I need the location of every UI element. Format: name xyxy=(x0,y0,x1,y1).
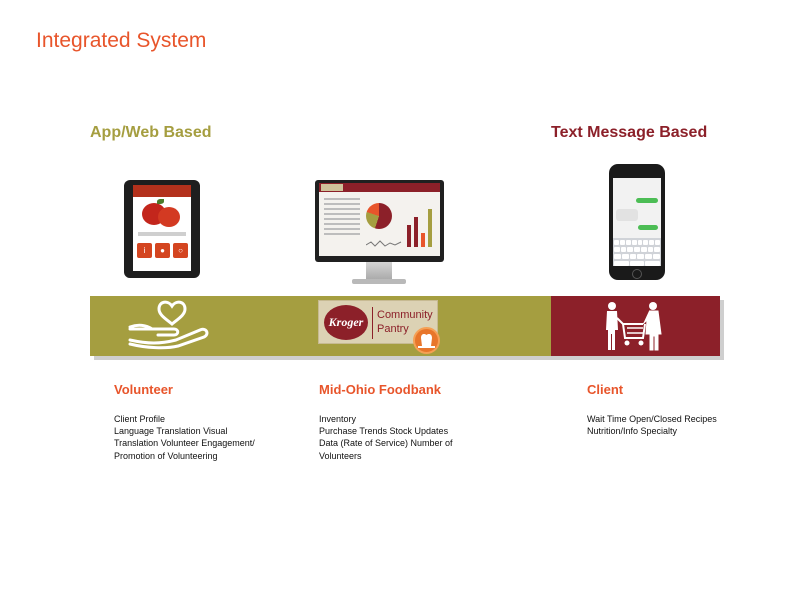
logo-line-community: Community xyxy=(377,309,433,321)
phone-keyboard xyxy=(613,238,661,266)
tablet-app-header xyxy=(133,185,191,197)
phone-screen xyxy=(613,178,661,266)
apple-icon: ○ xyxy=(173,243,188,258)
tablet-app-tiles: i ● ○ xyxy=(137,243,188,258)
info-icon: i xyxy=(137,243,152,258)
foodbank-heading: Mid-Ohio Foodbank xyxy=(319,382,442,397)
volunteer-line: Translation Volunteer Engagement/ xyxy=(114,438,255,449)
category-text-message: Text Message Based xyxy=(551,124,708,141)
pantry-bowl-icon xyxy=(413,327,440,354)
received-message-bubble xyxy=(616,209,638,221)
apple-image-second xyxy=(158,207,180,227)
smartphone-image xyxy=(609,164,665,280)
logo-text: Community Pantry xyxy=(377,308,433,336)
logo-divider xyxy=(372,307,373,339)
foodbank-line: Data (Rate of Service) Number of xyxy=(319,438,453,449)
sent-message-bubble xyxy=(636,198,658,203)
bowl-glyph xyxy=(418,334,435,348)
client-line: Nutrition/Info Specialty xyxy=(587,426,678,437)
volunteer-line: Language Translation Visual xyxy=(114,426,228,437)
kroger-wordmark: Kroger xyxy=(328,315,364,329)
monitor-stand-neck xyxy=(366,262,392,280)
volunteer-description: Client Profile Language Translation Visu… xyxy=(114,413,255,462)
foodbank-description: Inventory Purchase Trends Stock Updates … xyxy=(319,413,453,462)
page-title: Integrated System xyxy=(36,29,207,52)
category-app-web: App/Web Based xyxy=(90,124,212,141)
logo-line-pantry: Pantry xyxy=(377,323,409,335)
foodbank-line: Inventory xyxy=(319,414,357,424)
client-heading: Client xyxy=(587,382,624,397)
sent-message-bubble-second xyxy=(638,225,658,230)
shopping-cart-people-icon xyxy=(606,302,662,351)
foodbank-line: Purchase Trends Stock Updates xyxy=(319,426,449,437)
desktop-monitor-image xyxy=(315,180,444,262)
phone-home-button xyxy=(632,269,642,279)
monitor-site-header xyxy=(319,183,440,192)
client-description: Wait Time Open/Closed Recipes Nutrition/… xyxy=(587,413,717,437)
monitor-site-logo xyxy=(321,184,343,191)
tablet-screen: i ● ○ xyxy=(133,185,191,271)
heart-hand-icon xyxy=(128,300,209,350)
monitor-bar-chart xyxy=(407,207,432,247)
volunteer-heading: Volunteer xyxy=(114,382,173,397)
monitor-stand-base xyxy=(352,279,406,284)
foodbank-line: Volunteers xyxy=(319,450,362,461)
monitor-text-block xyxy=(324,198,360,238)
volunteer-line: Promotion of Volunteering xyxy=(114,450,218,461)
volunteer-line: Client Profile xyxy=(114,414,166,424)
tablet-caption-placeholder xyxy=(138,232,186,236)
monitor-line-chart xyxy=(366,240,402,247)
monitor-screen xyxy=(319,183,440,256)
apple-leaf-shape xyxy=(157,199,164,204)
tablet-device-image: i ● ○ xyxy=(124,180,200,278)
monitor-pie-chart xyxy=(366,203,392,229)
kroger-oval: Kroger xyxy=(324,305,368,340)
food-icon: ● xyxy=(155,243,170,258)
client-line: Wait Time Open/Closed Recipes xyxy=(587,414,717,424)
client-band xyxy=(551,296,720,356)
